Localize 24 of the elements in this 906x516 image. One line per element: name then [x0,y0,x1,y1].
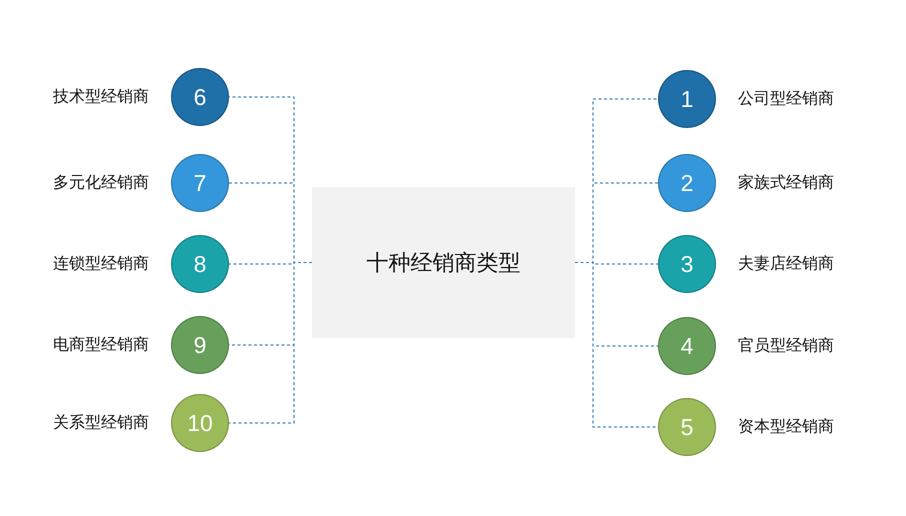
type-label: 关系型经销商 [53,412,149,434]
type-label: 夫妻店经销商 [738,254,834,274]
number-label: 5 [680,414,694,440]
type-label: 家族式经销商 [738,172,834,194]
title-text: 十种经销商类型 [366,250,520,278]
type-label: 多元化经销商 [53,172,149,194]
number-label: 3 [680,250,694,278]
type-label: 资本型经销商 [738,416,834,438]
type-label: 官员型经销商 [738,336,834,356]
dashed-connector [574,262,658,428]
number-label: 2 [680,170,694,196]
number-label: 6 [194,84,206,110]
type-label: 连锁型经销商 [53,254,149,274]
type-label: 公司型经销商 [738,88,834,110]
number-label: 10 [187,410,213,436]
number-label: 9 [194,332,206,358]
number-label: 8 [194,250,206,278]
number-label: 1 [680,86,694,112]
number-label: 4 [680,332,694,360]
dashed-connector [228,262,312,424]
title-box [312,187,575,338]
type-label: 电商型经销商 [53,334,149,356]
type-label: 技术型经销商 [53,86,149,108]
number-label: 7 [194,170,206,196]
